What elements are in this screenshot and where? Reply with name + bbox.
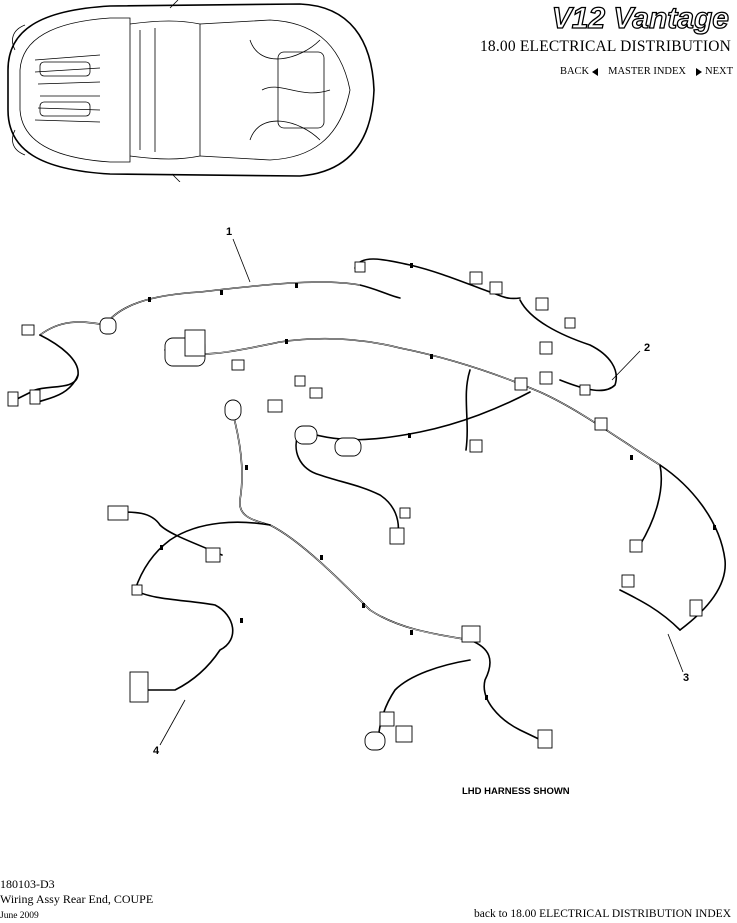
harness-branch-4 (109, 409, 546, 743)
callout-2: 2 (644, 342, 651, 354)
part-name: Wiring Assy Rear End, COUPE (0, 892, 154, 906)
publication-date: June 2009 (0, 911, 39, 921)
harness-note: LHD HARNESS SHOWN (462, 786, 570, 797)
wiring-harness-diagram (7, 238, 726, 751)
next-button[interactable]: NEXT (696, 66, 733, 77)
triangle-right-icon (696, 67, 702, 76)
harness-branch-main (164, 299, 726, 631)
callout-4: 4 (153, 745, 160, 757)
part-number: 180103-D3 (0, 877, 55, 891)
brand-logo-mark: V12 Vantage (551, 1, 730, 35)
car-locator-illustration (7, 0, 375, 182)
callout-3: 3 (683, 672, 690, 684)
connectors (7, 261, 703, 751)
back-to-index-link[interactable]: back to 18.00 ELECTRICAL DISTRIBUTION IN… (473, 908, 731, 920)
callout-1: 1 (226, 226, 233, 238)
brand-logo-text: V12 Vantage (552, 2, 729, 35)
section-title: 18.00 ELECTRICAL DISTRIBUTION (479, 38, 731, 55)
navigation-bar: BACK MASTER INDEX NEXT (560, 66, 733, 77)
brand-logo: V12 Vantage (531, 0, 731, 38)
back-button[interactable]: BACK (559, 66, 599, 77)
leader-lines (159, 238, 684, 746)
master-index-link[interactable]: MASTER INDEX (608, 66, 686, 77)
back-label: BACK (559, 66, 590, 77)
triangle-left-icon (592, 67, 599, 76)
harness-branch-1 (14, 258, 521, 403)
next-label: NEXT (705, 66, 733, 77)
harness-clips (148, 263, 716, 700)
